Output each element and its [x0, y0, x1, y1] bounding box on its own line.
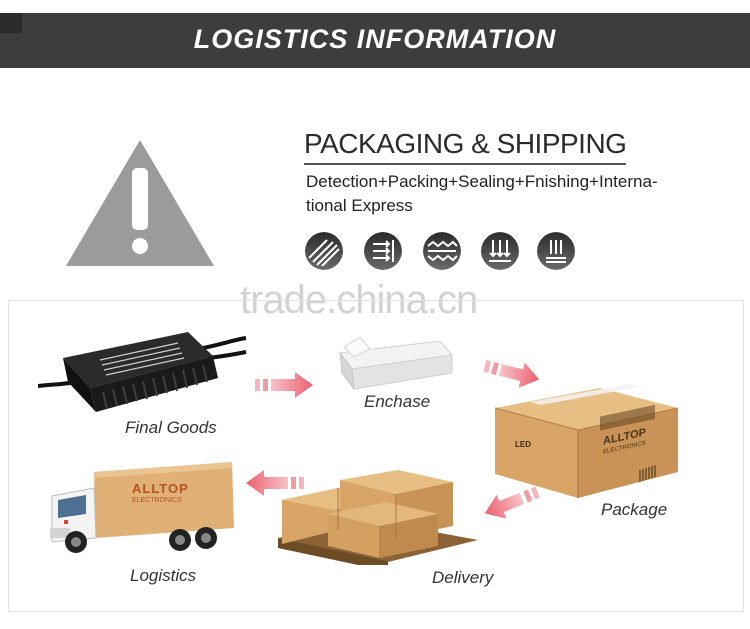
arrows-right-icon	[364, 232, 402, 270]
process-frame	[8, 300, 744, 612]
arrow-right-icon	[255, 372, 313, 398]
step-label-package: Package	[601, 500, 668, 519]
stripes-icon	[305, 232, 343, 270]
step-label-enchase: Enchase	[364, 392, 431, 411]
brand-sub: ELECTRONICS	[132, 497, 182, 504]
pallet-boxes-image	[278, 470, 478, 565]
arrow-left-icon	[246, 470, 304, 496]
warning-icon	[66, 140, 214, 266]
step-label-delivery: Delivery	[432, 568, 494, 587]
step-label-logistics: Logistics	[130, 566, 197, 585]
brand-name: ALLTOP	[132, 481, 189, 496]
step-label-final-goods: Final Goods	[125, 418, 217, 437]
carton-box-image	[494, 384, 679, 498]
arrows-down-icon	[481, 232, 519, 270]
truck-image	[50, 462, 234, 553]
zigzag-icon	[423, 232, 461, 270]
packaging-title: PACKAGING & SHIPPING	[304, 128, 627, 165]
white-box-image	[339, 336, 453, 391]
package-led-label: LED	[515, 440, 531, 449]
header-banner: LOGISTICS INFORMATION	[0, 13, 750, 68]
arrow-right-down-icon	[484, 360, 540, 388]
packaging-description-line: tional Express	[306, 196, 413, 215]
arrow-left-down-icon	[484, 486, 540, 519]
led-driver-image	[38, 332, 247, 412]
packaging-description: Detection+Packing+Sealing+Fnishing+Inter…	[306, 170, 686, 218]
packaging-description-line: Detection+Packing+Sealing+Fnishing+Inter…	[306, 172, 658, 191]
truck-brand: ALLTOP ELECTRONICS	[132, 481, 189, 507]
page-title: LOGISTICS INFORMATION	[193, 24, 557, 54]
banner-tab	[0, 13, 22, 33]
bars-icon	[537, 232, 575, 270]
